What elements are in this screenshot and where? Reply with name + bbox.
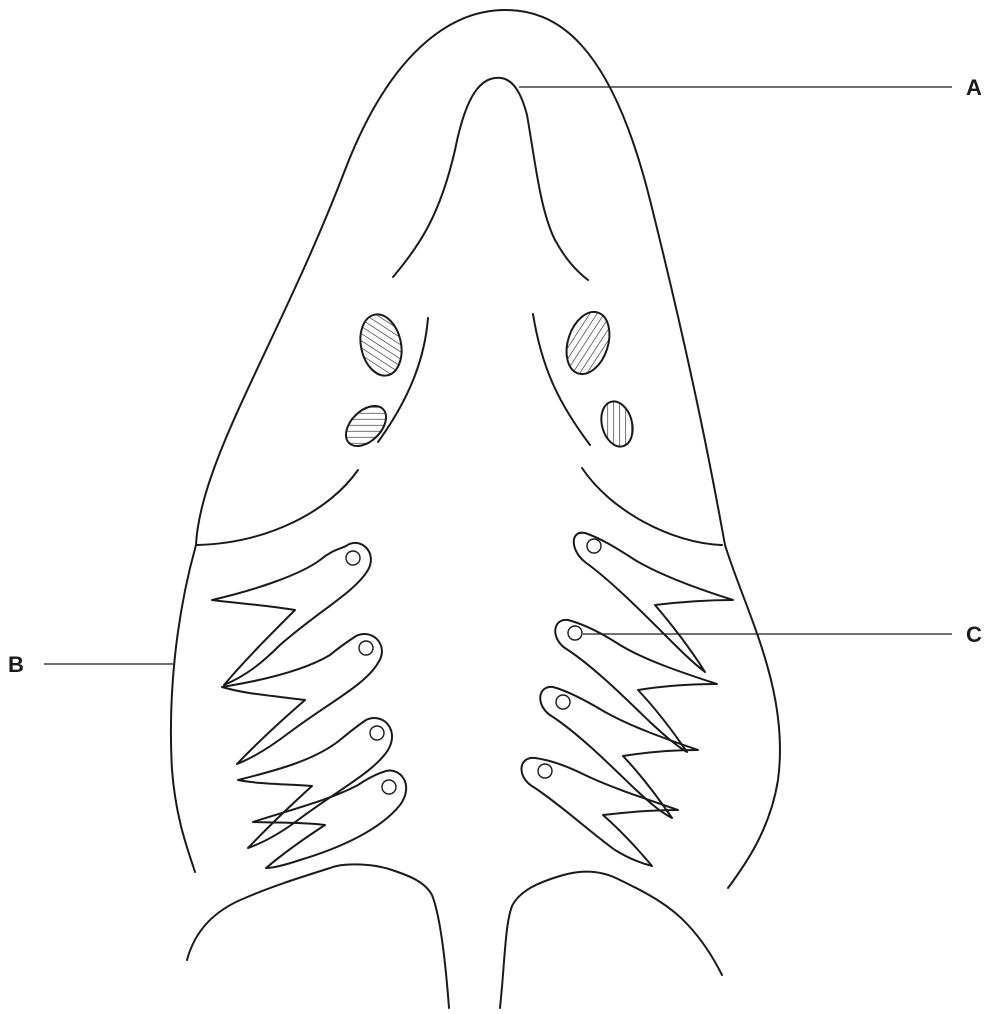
left-pectoral-fin xyxy=(187,864,449,1008)
right-gill-pore-3 xyxy=(556,695,570,709)
right-gill-pore-4 xyxy=(538,764,552,778)
head-left-flank xyxy=(171,545,196,872)
right-gill-pore-1 xyxy=(587,539,601,553)
right-nostril-upper xyxy=(559,306,617,379)
left-gill-pore-2 xyxy=(359,641,373,655)
head-outline xyxy=(196,10,780,888)
label-b: B xyxy=(8,652,24,677)
left-gill-pore-3 xyxy=(370,726,384,740)
left-gill-slit-3 xyxy=(238,718,392,848)
left-nostril-lower xyxy=(338,398,393,453)
label-a: A xyxy=(966,75,982,100)
label-c: C xyxy=(966,622,982,647)
left-gill-pore-4 xyxy=(382,780,396,794)
right-gill-slit-1 xyxy=(574,533,733,672)
left-gill-slit-2 xyxy=(222,634,382,764)
right-pectoral-fin xyxy=(500,872,722,1008)
right-jaw-line xyxy=(582,468,722,545)
right-gill-pore-2 xyxy=(568,626,582,640)
snout-ridge xyxy=(393,78,588,280)
right-nostril-lower xyxy=(597,398,638,450)
right-gill-slit-2 xyxy=(555,620,717,752)
left-gill-slit-1 xyxy=(212,543,371,685)
left-gill-pore-1 xyxy=(346,551,360,565)
left-jaw-line xyxy=(197,470,358,545)
left-nostril-upper xyxy=(355,311,407,380)
